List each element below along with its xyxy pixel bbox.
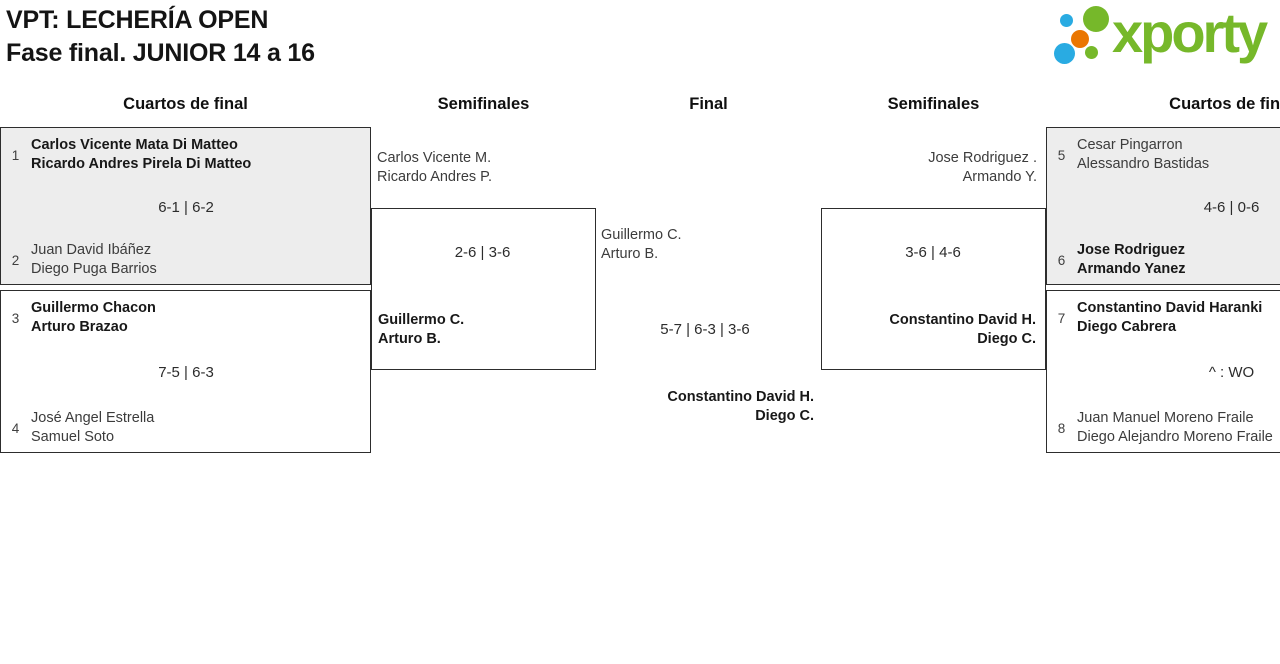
xporty-logo[interactable]: xporty: [1048, 1, 1278, 70]
player-name: Armando Yanez: [1077, 261, 1186, 277]
team-name: José Angel Estrella Samuel Soto: [31, 409, 154, 447]
player-name: Arturo B.: [601, 246, 659, 262]
player-name: Jose Rodriguez .: [928, 150, 1037, 166]
match-score: ^ : WO: [1208, 364, 1255, 381]
player-name: Samuel Soto: [31, 429, 115, 445]
player-name: Armando Y.: [962, 169, 1037, 185]
player-name: Diego Cabrera: [1077, 319, 1177, 335]
player-name: Constantino David H.: [889, 312, 1036, 328]
semifinalist-right: Jose Rodriguez . Armando Y.: [821, 149, 1046, 187]
logo-dot-icon: [1060, 14, 1073, 27]
player-name: Guillermo C.: [601, 227, 682, 243]
logo-dot-icon: [1054, 43, 1075, 64]
player-name: Arturo Brazao: [31, 319, 128, 335]
player-name: Juan Manuel Moreno Fraile: [1077, 410, 1254, 426]
seed-number: 1: [11, 147, 20, 163]
logo-dot-icon: [1071, 30, 1089, 48]
player-name: Ricardo Andres Pirela Di Matteo: [31, 156, 252, 172]
match-box-qf4[interactable]: 7 Constantino David Haranki Diego Cabrer…: [1046, 290, 1280, 453]
team-row: 6 Jose Rodriguez Armando Yanez: [1056, 241, 1280, 279]
team-name: Jose Rodriguez Armando Yanez: [1077, 241, 1186, 279]
seed-number: 8: [1057, 420, 1066, 436]
team-row: 3 Guillermo Chacon Arturo Brazao: [10, 299, 362, 337]
team-name: Guillermo C. Arturo B.: [378, 311, 587, 349]
round-header-quarterfinals-left: Cuartos de final: [123, 95, 248, 113]
seed-number: 4: [11, 420, 20, 436]
player-name: José Angel Estrella: [31, 410, 155, 426]
player-name: Cesar Pingarron: [1077, 137, 1183, 153]
team-name: Constantino David H. Diego C.: [830, 311, 1036, 349]
team-row: 1 Carlos Vicente Mata Di Matteo Ricardo …: [10, 136, 362, 174]
seed-number: 5: [1057, 147, 1066, 163]
player-name: Carlos Vicente Mata Di Matteo: [31, 137, 238, 153]
match-box-sf-right[interactable]: 3-6 | 4-6 Constantino David H. Diego C.: [821, 208, 1046, 370]
player-name: Diego Puga Barrios: [31, 261, 157, 277]
page-title: VPT: LECHERÍA OPEN Fase final. JUNIOR 14…: [6, 4, 315, 70]
tournament-name: VPT: LECHERÍA OPEN: [6, 6, 269, 34]
match-score: 7-5 | 6-3: [158, 364, 214, 381]
round-header-final: Final: [689, 95, 728, 113]
round-header-semifinals-right: Semifinales: [887, 95, 980, 113]
player-name: Constantino David H.: [667, 389, 814, 405]
player-name: Carlos Vicente M.: [377, 150, 492, 166]
player-name: Alessandro Bastidas: [1077, 156, 1210, 172]
team-name: Constantino David Haranki Diego Cabrera: [1077, 299, 1262, 337]
phase-category: Fase final. JUNIOR 14 a 16: [6, 39, 315, 67]
player-name: Arturo B.: [378, 331, 441, 347]
player-name: Guillermo Chacon: [31, 300, 156, 316]
final-match[interactable]: Guillermo C. Arturo B. 5-7 | 6-3 | 3-6 C…: [596, 208, 814, 430]
match-box-sf-left[interactable]: 2-6 | 3-6 Guillermo C. Arturo B.: [371, 208, 596, 370]
player-name: Juan David Ibáñez: [31, 242, 152, 258]
player-name: Guillermo C.: [378, 312, 465, 328]
team-name: Cesar Pingarron Alessandro Bastidas: [1077, 136, 1209, 174]
match-box-qf1[interactable]: 1 Carlos Vicente Mata Di Matteo Ricardo …: [0, 127, 371, 285]
logo-dot-icon: [1085, 46, 1098, 59]
team-row: 5 Cesar Pingarron Alessandro Bastidas: [1056, 136, 1280, 174]
semifinalist-left: Carlos Vicente M. Ricardo Andres P.: [371, 149, 596, 187]
match-score: 4-6 | 0-6: [1203, 198, 1260, 216]
player-name: Constantino David Haranki: [1077, 300, 1263, 316]
match-score: 6-1 | 6-2: [158, 198, 214, 216]
team-name: Juan David Ibáñez Diego Puga Barrios: [31, 241, 157, 279]
seed-number: 7: [1057, 310, 1066, 326]
match-score: 5-7 | 6-3 | 3-6: [660, 321, 750, 338]
round-header-semifinals-left: Semifinales: [437, 95, 530, 113]
team-row: 4 José Angel Estrella Samuel Soto: [10, 409, 362, 447]
team-name: Carlos Vicente Mata Di Matteo Ricardo An…: [31, 136, 251, 174]
team-row: 2 Juan David Ibáñez Diego Puga Barrios: [10, 241, 362, 279]
player-name: Jose Rodriguez: [1077, 242, 1185, 258]
match-box-qf3[interactable]: 5 Cesar Pingarron Alessandro Bastidas 4-…: [1046, 127, 1280, 285]
match-box-qf2[interactable]: 3 Guillermo Chacon Arturo Brazao 7-5 | 6…: [0, 290, 371, 453]
match-score: 3-6 | 4-6: [905, 244, 961, 261]
team-name: Guillermo Chacon Arturo Brazao: [31, 299, 156, 337]
seed-number: 6: [1057, 252, 1066, 268]
player-name: Ricardo Andres P.: [377, 169, 492, 185]
team-name: Juan Manuel Moreno Fraile Diego Alejandr…: [1077, 409, 1273, 447]
seed-number: 3: [11, 310, 20, 326]
team-row: 8 Juan Manuel Moreno Fraile Diego Alejan…: [1056, 409, 1280, 447]
seed-number: 2: [11, 252, 20, 268]
round-header-quarterfinals-right: Cuartos de final: [1169, 95, 1280, 113]
player-name: Diego Alejandro Moreno Fraile: [1077, 429, 1273, 445]
player-name: Diego C.: [755, 408, 814, 424]
match-score: 2-6 | 3-6: [454, 244, 511, 261]
team-row: 7 Constantino David Haranki Diego Cabrer…: [1056, 299, 1280, 337]
champion-team: Constantino David H. Diego C.: [596, 388, 814, 426]
finalist-left: Guillermo C. Arturo B.: [601, 226, 682, 264]
logo-dot-icon: [1083, 6, 1109, 32]
logo-wordmark: xporty: [1112, 1, 1268, 64]
player-name: Diego C.: [977, 331, 1036, 347]
